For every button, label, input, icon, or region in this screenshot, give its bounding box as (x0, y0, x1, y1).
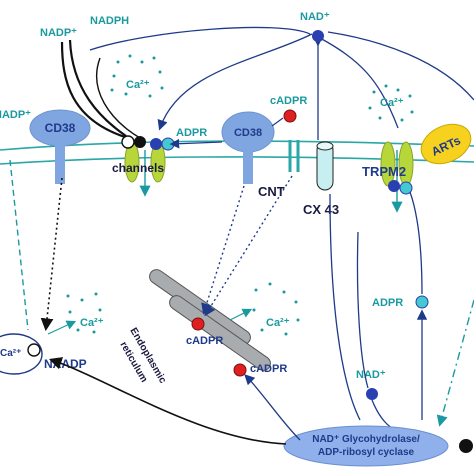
dot-black-left (134, 136, 146, 148)
cx43-channel: CX 43 (303, 141, 339, 217)
nad-to-adpr-curve (157, 33, 313, 131)
dot-blue-nad-top (312, 30, 324, 42)
ca2-er-label: Ca²⁺ (266, 317, 290, 329)
dot-blue-nad-bottom (366, 388, 378, 400)
cx43-label: CX 43 (303, 202, 339, 217)
cd38-mid: CD38 (221, 111, 275, 184)
channels-label: channels (112, 161, 164, 175)
trpm2-channel: TRPM2 (362, 141, 414, 213)
ca2-left-label: Ca²⁺ (0, 348, 21, 359)
cadpr-er2-label: cADPR (250, 363, 287, 375)
dot-red-top (283, 109, 297, 123)
endoplasmic-reticulum (149, 269, 271, 371)
cadpr-top-label: cADPR (270, 95, 307, 107)
cnt-label: CNT (258, 184, 285, 199)
trpm2-down-curve (409, 191, 423, 295)
ca-cloud-top-right (368, 84, 414, 122)
trpm2-label: TRPM2 (362, 164, 406, 179)
dot-blue-trpm2 (388, 180, 400, 192)
nadph-to-channel-line (95, 57, 141, 139)
nad-top-label: NAD⁺ (300, 11, 330, 23)
dot-blue-channel (150, 138, 162, 150)
ca2-top-right-label: Ca²⁺ (380, 97, 404, 109)
adpr-right-label: ADPR (372, 297, 403, 309)
nadph-label: NADPH (90, 15, 129, 27)
dot-black-bottom-right (459, 439, 473, 453)
acidic-store: Ca²⁺ (0, 333, 43, 375)
dot-white-left (121, 135, 135, 149)
cd38-mid-label: CD38 (234, 127, 262, 139)
cd38-left-label: CD38 (45, 121, 76, 135)
enzyme-label-line2: ADP-ribosyl cyclase (318, 447, 415, 458)
nadp-to-channel-line (60, 41, 129, 140)
channels-left: channels (112, 141, 166, 197)
nad-glycohydrolase-enzyme: NAD⁺ Glycohydrolase/ ADP-ribosyl cyclase (283, 425, 449, 467)
dot-red-er2 (233, 363, 247, 377)
nadp-plus-label: NADP⁺ (40, 27, 77, 39)
cnt-transporter: CNT (258, 140, 300, 199)
nad-to-arts-curve (327, 31, 474, 101)
ca-cloud-er (252, 282, 300, 336)
arts-enzyme: ARTs (420, 123, 472, 165)
cd38-to-store-dotted (40, 177, 63, 332)
ca2-mid-label: Ca²⁺ (80, 317, 104, 329)
top-loop-curve (89, 26, 311, 51)
ca-cloud-mid (66, 292, 102, 334)
cadpr-er1-label: cADPR (186, 335, 223, 347)
cd38-to-er-dotted (201, 185, 245, 315)
right-dashdot (436, 299, 474, 427)
dot-cyan-right (415, 295, 429, 309)
nad-bottom-label: NAD⁺ (356, 369, 386, 381)
dot-white-naadp (27, 343, 41, 357)
enzyme-to-cadpr-arrow (244, 374, 301, 441)
naadp-label: NAADP (44, 357, 87, 371)
enzyme-to-naadp-arrow (48, 357, 287, 445)
ca2-top-left-label: Ca²⁺ (126, 79, 150, 91)
dot-cyan-trpm2 (399, 181, 413, 195)
dot-red-er1 (191, 317, 205, 331)
cd38-left: CD38 (29, 109, 91, 184)
nad-to-trpm2-curve (319, 37, 399, 129)
adpr-top-label: ADPR (176, 127, 207, 139)
nadp-left-label: NADP⁺ (0, 109, 31, 121)
nad-bottom-curve (371, 399, 397, 431)
ca-cloud-top-left (110, 54, 164, 98)
enzyme-label-line1: NAD⁺ Glycohydrolase/ (312, 434, 420, 445)
cnt-to-er-dotted (204, 175, 293, 317)
